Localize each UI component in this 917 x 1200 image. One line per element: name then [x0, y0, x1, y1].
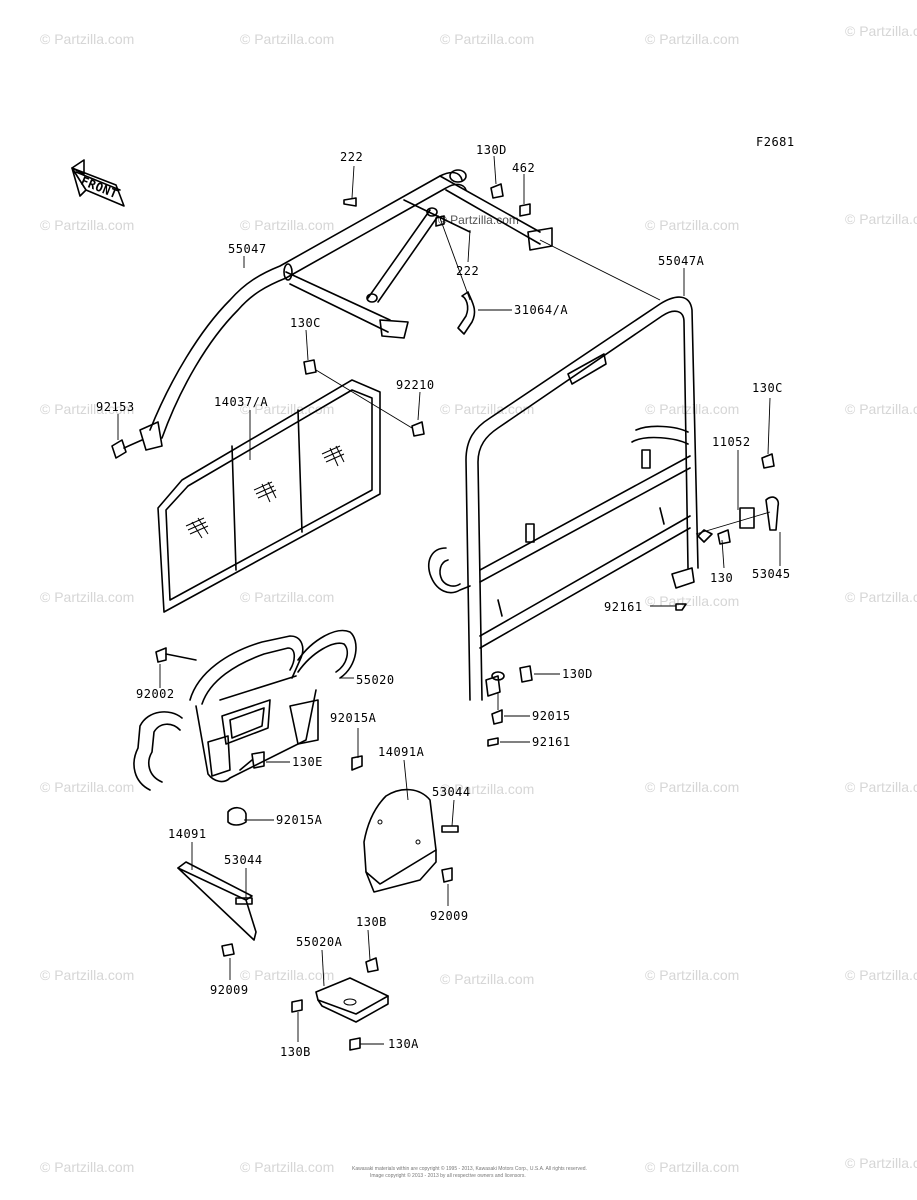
- label-92153: 92153: [96, 400, 135, 414]
- watermark-text: © Partzilla.com: [440, 31, 534, 47]
- label-130d-mid: 130D: [562, 667, 593, 681]
- label-462: 462: [512, 161, 535, 175]
- label-92015a-lower: 92015A: [276, 813, 323, 827]
- watermark-text: © Partzilla.com: [645, 593, 739, 609]
- label-14091: 14091: [168, 827, 207, 841]
- watermark-text: © Partzilla.com: [40, 967, 134, 983]
- label-92009-right: 92009: [430, 909, 469, 923]
- label-92161-lower: 92161: [532, 735, 571, 749]
- label-92210: 92210: [396, 378, 435, 392]
- label-222-mid: 222: [456, 264, 479, 278]
- watermark-text: © Partzilla.com: [645, 401, 739, 417]
- watermark-text: © Partzilla.com: [40, 589, 134, 605]
- watermark-text: © Partzilla.com: [40, 217, 134, 233]
- label-130e: 130E: [292, 755, 323, 769]
- roll-bar-upper: [139, 169, 553, 451]
- label-55020: 55020: [356, 673, 395, 687]
- figure-code: F2681: [756, 135, 795, 149]
- watermark-text: © Partzilla.com: [845, 211, 917, 227]
- label-130c-right: 130C: [752, 381, 783, 395]
- label-130c-left: 130C: [290, 316, 321, 330]
- label-92002: 92002: [136, 687, 175, 701]
- watermark-text: © Partzilla.com: [645, 217, 739, 233]
- front-guard: [133, 629, 357, 791]
- label-31064a: 31064/A: [514, 303, 568, 317]
- label-130a: 130A: [388, 1037, 419, 1051]
- footer-copyright-line2: Image copyright © 2013 - 2013 by all res…: [370, 1172, 526, 1179]
- watermark-text: © Partzilla.com: [440, 401, 534, 417]
- label-53044-right: 53044: [432, 785, 471, 799]
- watermark-text: © Partzilla.com: [40, 401, 134, 417]
- label-92015a-upper: 92015A: [330, 711, 377, 725]
- label-11052: 11052: [712, 435, 751, 449]
- watermark-text: © Partzilla.com: [40, 779, 134, 795]
- label-55047a: 55047A: [658, 254, 705, 268]
- label-92009-left: 92009: [210, 983, 249, 997]
- watermark-text: © Partzilla.com: [645, 1159, 739, 1175]
- watermark-center-text: © Partzilla.com: [438, 213, 519, 227]
- clip-53044a: [441, 825, 459, 833]
- label-130: 130: [710, 571, 733, 585]
- watermark-text: © Partzilla.com: [845, 1155, 917, 1171]
- watermark-text: © Partzilla.com: [240, 589, 334, 605]
- watermark-text: © Partzilla.com: [645, 967, 739, 983]
- skid-plate-14091: [177, 861, 257, 941]
- roll-cage-rear: [428, 296, 713, 701]
- fasteners: [111, 183, 780, 1051]
- watermark-text: © Partzilla.com: [240, 31, 334, 47]
- watermark-text: © Partzilla.com: [845, 967, 917, 983]
- watermark-text: © Partzilla.com: [240, 217, 334, 233]
- skid-plate-14091a: [363, 788, 437, 893]
- label-222-top: 222: [340, 150, 363, 164]
- label-14091a: 14091A: [378, 745, 425, 759]
- label-92015: 92015: [532, 709, 571, 723]
- part-labels: 222 130D 462 222 55047 55047A 31064/A 13…: [96, 143, 791, 1059]
- footer-copyright-line1: Kawasaki materials within are copyright …: [352, 1165, 587, 1172]
- watermark-text: © Partzilla.com: [40, 1159, 134, 1175]
- label-14037a: 14037/A: [214, 395, 268, 409]
- watermark-text: © Partzilla.com: [240, 967, 334, 983]
- label-130b-bottom: 130B: [280, 1045, 311, 1059]
- watermark-text: © Partzilla.com: [845, 23, 917, 39]
- front-arrow-icon: FRONT: [71, 159, 125, 207]
- watermark-text: © Partzilla.com: [645, 31, 739, 47]
- label-55047: 55047: [228, 242, 267, 256]
- watermark-text: © Partzilla.com: [645, 779, 739, 795]
- label-53045: 53045: [752, 567, 791, 581]
- watermark-text: © Partzilla.com: [240, 1159, 334, 1175]
- label-130b-top: 130B: [356, 915, 387, 929]
- bracket-55020a: [315, 977, 389, 1023]
- watermark-text: © Partzilla.com: [845, 589, 917, 605]
- label-55020a: 55020A: [296, 935, 343, 949]
- label-92161-upper: 92161: [604, 600, 643, 614]
- watermark-text: © Partzilla.com: [845, 401, 917, 417]
- watermark-text: © Partzilla.com: [845, 779, 917, 795]
- leader-lines: [117, 155, 781, 1045]
- watermark-layer: © Partzilla.com © Partzilla.com © Partzi…: [40, 23, 917, 1175]
- watermark: © Partzilla.com © Partzilla.com © Partzi…: [40, 23, 917, 1175]
- watermark-text: © Partzilla.com: [440, 781, 534, 797]
- clip-53044b: [235, 897, 253, 905]
- rear-net-panel: [157, 379, 381, 613]
- boot-31064: [457, 291, 476, 335]
- watermark-text: © Partzilla.com: [440, 971, 534, 987]
- label-130d-top: 130D: [476, 143, 507, 157]
- watermark-text: © Partzilla.com: [40, 31, 134, 47]
- label-53044-left: 53044: [224, 853, 263, 867]
